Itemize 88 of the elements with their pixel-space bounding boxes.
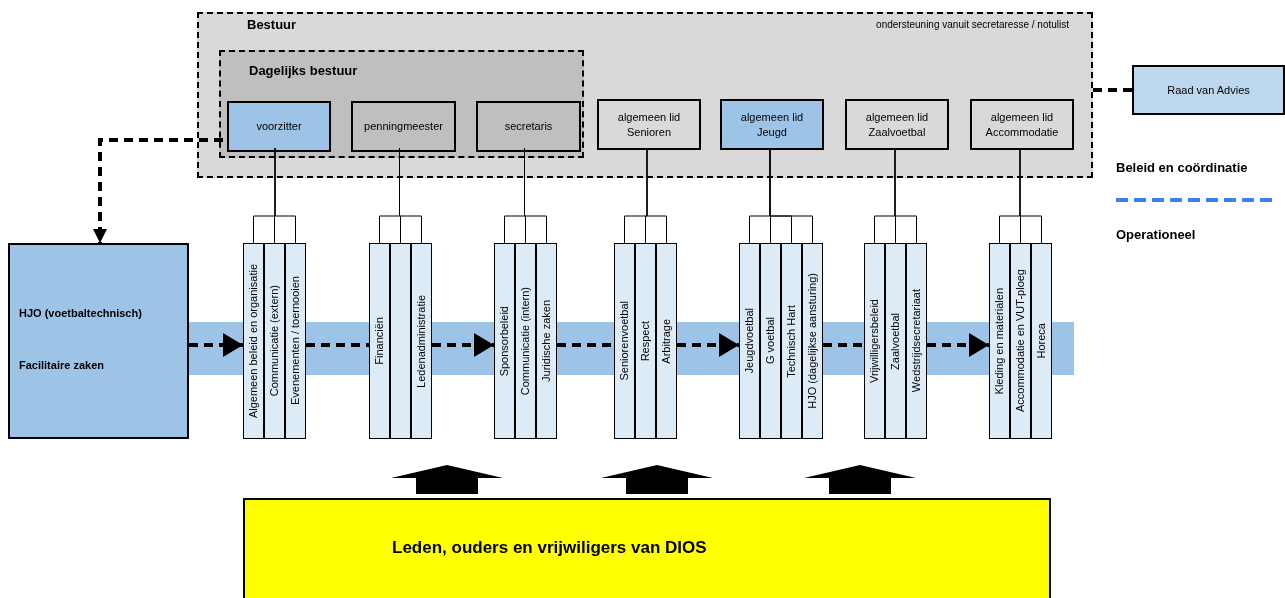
task-column bbox=[369, 243, 390, 439]
role-label: secretaris bbox=[504, 119, 553, 134]
task-column bbox=[411, 243, 432, 439]
task-label: Technisch Hart bbox=[785, 304, 798, 378]
task-column bbox=[906, 243, 927, 439]
task-column bbox=[1010, 243, 1031, 439]
legend-label: Beleid en coördinatie bbox=[1116, 160, 1248, 175]
task-label: Kleding en materialen bbox=[993, 287, 1006, 395]
task-label: Ledenadministratie bbox=[415, 294, 428, 388]
role-box bbox=[970, 99, 1074, 150]
connector-line bbox=[894, 147, 917, 244]
members-label: Leden, ouders en vrijwiligers van DIOS bbox=[392, 538, 707, 558]
connector-line bbox=[274, 147, 296, 244]
role-box bbox=[476, 101, 581, 152]
role-label: penningmeester bbox=[364, 119, 443, 134]
role-label: algemeen lid Jeugd bbox=[739, 109, 805, 140]
task-label: Communicatie (extern) bbox=[268, 285, 281, 397]
role-label: algemeen lid Senioren bbox=[616, 109, 682, 140]
panel-title: Bestuur bbox=[247, 17, 297, 32]
task-label: Seniorenvoetbal bbox=[618, 301, 631, 381]
task-column bbox=[494, 243, 515, 439]
task-label: Vrijwilligersbeleid bbox=[868, 299, 881, 383]
role-label: voorzitter bbox=[256, 119, 302, 134]
task-label: Accommodatie en VUT-ploeg bbox=[1014, 269, 1027, 413]
role-box bbox=[845, 99, 949, 150]
dashed-arrow bbox=[432, 333, 494, 357]
task-label: Sponsorbeleid bbox=[498, 305, 511, 377]
executive-board-panel bbox=[219, 50, 584, 158]
task-label: Financiën bbox=[373, 317, 386, 365]
dashed-line bbox=[823, 343, 864, 347]
task-column bbox=[781, 243, 802, 439]
role-label: algemeen lid Zaalvoetbal bbox=[864, 109, 930, 140]
task-column bbox=[1031, 243, 1052, 439]
task-column bbox=[536, 243, 557, 439]
task-column bbox=[864, 243, 885, 439]
task-label: Arbitrage bbox=[660, 318, 673, 364]
task-column bbox=[739, 243, 760, 439]
task-column bbox=[515, 243, 536, 439]
connector-line bbox=[1019, 147, 1042, 244]
department-label: HJO (voetbaltechnisch) bbox=[19, 307, 142, 319]
advisory-box bbox=[1132, 65, 1285, 115]
task-label: Communicatie (intern) bbox=[519, 286, 532, 396]
block-arrow bbox=[391, 465, 503, 494]
role-label: algemeen lid Accommodatie bbox=[984, 109, 1060, 140]
task-label: G voetbal bbox=[764, 317, 777, 365]
dashed-arrow bbox=[189, 333, 243, 357]
dashed-line bbox=[557, 343, 614, 347]
task-label: Horeca bbox=[1035, 323, 1048, 359]
dashed-arrow bbox=[677, 333, 739, 357]
task-label: Wedstrijdsecretariaat bbox=[910, 289, 923, 393]
task-column bbox=[264, 243, 285, 439]
role-box bbox=[351, 101, 456, 152]
task-column bbox=[243, 243, 264, 439]
task-label: Algemeen beleid en organisatie bbox=[247, 263, 260, 419]
department-box bbox=[8, 243, 189, 439]
task-column bbox=[656, 243, 677, 439]
task-label: Juridische zaken bbox=[540, 300, 553, 382]
department-label: Facilitaire zaken bbox=[19, 359, 104, 371]
dashed-line bbox=[1093, 88, 1132, 92]
block-arrow bbox=[601, 465, 713, 494]
connector-line bbox=[646, 147, 667, 244]
dashed-arrow bbox=[927, 333, 989, 357]
role-box bbox=[597, 99, 701, 150]
task-label: Zaalvoetbal bbox=[889, 312, 902, 370]
task-column bbox=[390, 243, 411, 439]
task-label: Jeugdvoetbal bbox=[743, 308, 756, 374]
task-column bbox=[802, 243, 823, 439]
note-text: ondersteuning vanuit secretaresse / notulist bbox=[876, 19, 1069, 30]
role-box bbox=[227, 101, 331, 152]
advisory-label: Raad van Advies bbox=[1167, 82, 1250, 98]
task-column bbox=[989, 243, 1010, 439]
legend-label: Operationeel bbox=[1116, 227, 1196, 242]
task-column bbox=[285, 243, 306, 439]
role-box bbox=[720, 99, 824, 150]
task-label: Respect bbox=[639, 320, 652, 362]
connector-line bbox=[769, 147, 813, 244]
task-label: Evenementen / toernooien bbox=[289, 276, 302, 406]
board-panel bbox=[197, 12, 1093, 178]
task-column bbox=[760, 243, 781, 439]
task-column bbox=[885, 243, 906, 439]
dashed-arrow bbox=[93, 138, 223, 243]
members-box bbox=[243, 498, 1051, 598]
dashed-line bbox=[306, 343, 369, 347]
task-column bbox=[614, 243, 635, 439]
task-column bbox=[635, 243, 656, 439]
panel-title: Dagelijks bestuur bbox=[249, 63, 358, 78]
block-arrow bbox=[804, 465, 916, 494]
task-label: HJO (dagelijkse aansturing) bbox=[806, 273, 819, 409]
